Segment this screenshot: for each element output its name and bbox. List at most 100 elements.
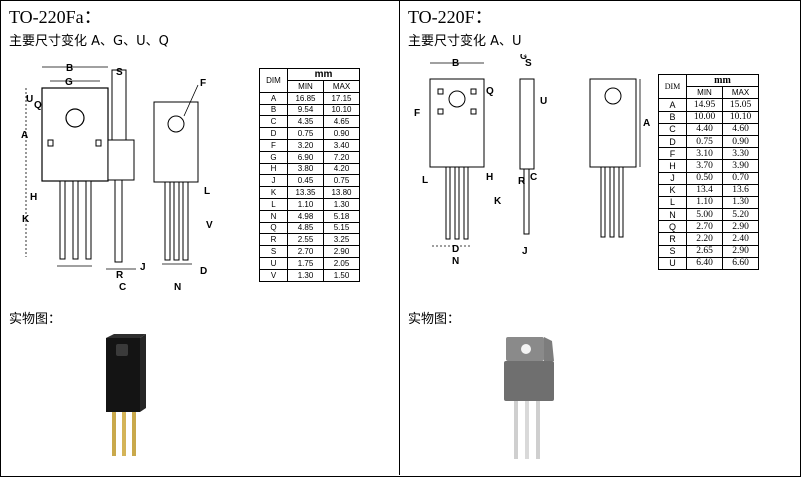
max-cell: 0.75 <box>323 174 360 188</box>
max-cell: 5.18 <box>323 209 360 223</box>
dim-label-q: Q <box>486 86 494 97</box>
dim-cell: J <box>658 171 687 185</box>
small-hole <box>437 88 444 95</box>
min-cell: 0.75 <box>686 134 723 149</box>
dim-label-n: N <box>452 256 459 267</box>
dim-cell: L <box>658 195 687 210</box>
dim-label-s: S <box>525 58 532 69</box>
lead <box>72 180 79 260</box>
small-hole <box>95 139 102 147</box>
max-cell: 13.80 <box>323 186 360 199</box>
dim-cell: K <box>259 186 288 199</box>
max-cell: 4.20 <box>323 162 360 176</box>
dim-cell: D <box>658 134 687 149</box>
min-cell: 1.10 <box>287 197 324 211</box>
dim-cell: A <box>658 98 687 112</box>
dim-label-k: K <box>494 196 502 207</box>
max-cell: 2.40 <box>722 232 759 246</box>
dim-label-l: L <box>422 175 428 186</box>
min-cell: 0.45 <box>287 174 324 188</box>
min-cell: 4.98 <box>287 209 324 223</box>
dim-cell: A <box>259 91 288 105</box>
mount-hole <box>448 90 466 108</box>
dim-cell: U <box>259 256 288 270</box>
right-photo-label: 实物图： <box>408 312 461 327</box>
lead <box>445 166 451 240</box>
max-cell: 2.90 <box>722 244 759 258</box>
min-cell: 13.35 <box>287 186 324 199</box>
min-cell: 2.70 <box>686 220 723 234</box>
dim-label-u: U <box>540 96 547 107</box>
dim-cell: Q <box>259 221 288 235</box>
left-subtitle: 主要尺寸变化 A、G、U、Q <box>9 34 169 49</box>
mount-hole <box>65 108 85 128</box>
lead <box>85 180 92 260</box>
max-cell: 0.70 <box>722 171 759 185</box>
dim-label-b: B <box>452 58 459 69</box>
dim-cell: N <box>658 208 687 222</box>
max-cell: 1.50 <box>323 268 360 282</box>
left-title: TO-220Fa： <box>9 7 102 27</box>
min-cell: 3.70 <box>686 159 723 173</box>
dim-cell: S <box>658 244 687 258</box>
right-title: TO-220F： <box>408 7 493 27</box>
back-lead <box>164 181 171 261</box>
max-cell: 4.60 <box>722 122 759 136</box>
right-subtitle: 主要尺寸变化 A、U <box>408 34 522 49</box>
min-cell: 4.35 <box>287 115 324 129</box>
dim-cell: L <box>259 197 288 211</box>
max-cell: 2.05 <box>323 256 360 270</box>
back-lead <box>173 181 180 261</box>
max-cell: 4.65 <box>323 115 360 129</box>
to220fa-photo <box>106 334 146 456</box>
dim-cell: C <box>658 122 687 136</box>
dim-label-j: J <box>522 246 528 257</box>
dim-label-a: A <box>643 118 650 129</box>
min-cell: 2.70 <box>287 245 324 258</box>
min-cell: 2.55 <box>287 233 324 247</box>
min-cell: 2.65 <box>686 244 723 258</box>
back-lead <box>618 166 624 238</box>
dim-label-l: L <box>204 186 210 197</box>
to220f-photo <box>504 337 554 459</box>
dim-cell: C <box>259 115 288 129</box>
min-cell: 5.00 <box>686 208 723 222</box>
col-dim-header: DIM <box>259 68 288 93</box>
max-cell: 7.20 <box>323 150 360 164</box>
min-cell: 0.75 <box>287 127 324 140</box>
dim-cell: R <box>658 232 687 246</box>
side-lead <box>114 179 123 263</box>
min-cell: 6.40 <box>686 256 723 271</box>
dim-label-d: D <box>200 266 207 277</box>
max-cell: 5.15 <box>323 221 360 235</box>
dim-label-a: A <box>21 130 28 141</box>
max-cell: 13.6 <box>722 183 759 197</box>
min-cell: 1.75 <box>287 256 324 270</box>
lead <box>454 166 460 240</box>
dim-cell: F <box>658 147 687 161</box>
max-cell: 3.30 <box>722 147 759 161</box>
small-hole <box>470 88 477 95</box>
max-cell: 1.30 <box>722 195 759 210</box>
